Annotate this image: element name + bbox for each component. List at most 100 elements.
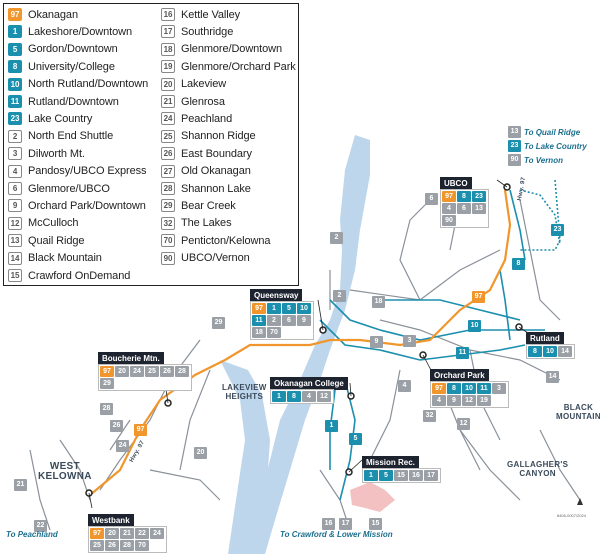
route-badge: 5 [8,42,22,56]
route-badge: 8 [447,383,461,394]
route-badge: 8 [528,346,542,357]
north-arrow [577,498,583,505]
route-badge: 70 [267,327,281,338]
legend-route-name: Black Mountain [28,252,102,265]
place-gallaghers-canyon: GALLAGHER'S CANYON [507,460,569,478]
route-badge: 4 [8,164,22,178]
route-badge: 10 [543,346,557,357]
route-marker: 22 [34,520,47,532]
route-badge: 18 [161,42,175,56]
route-badge: 6 [457,203,471,214]
route-badge: 1 [364,470,378,481]
route-badge: 23 [508,140,521,152]
exchange-name: Queensway [250,289,303,302]
route-badge: 14 [8,251,22,265]
route-badge: 3 [492,383,506,394]
legend-route-name: UBCO/Vernon [181,252,250,265]
route-marker: 28 [100,403,113,415]
route-badge: 12 [8,216,22,230]
route-badge: 4 [302,391,316,402]
route-badge: 10 [8,77,22,91]
route-badge: 15 [394,470,408,481]
route-marker: 97 [472,291,485,303]
route-badge: 19 [161,60,175,74]
route-badge: 13 [8,234,22,248]
route-badge: 8 [457,191,471,202]
legend-item: 15 Crawford OnDemand [8,269,130,282]
route-badge: 13 [472,203,486,214]
route-badge: 15 [8,269,22,282]
route-badge: 12 [317,391,331,402]
route-marker: 12 [457,418,470,430]
route-badge: 97 [432,383,446,394]
route-marker: 18 [372,296,385,308]
legend-item: 18 Glenmore/Downtown [161,42,283,56]
route-badge: 90 [508,154,521,166]
route-badge: 11 [8,95,22,108]
route-marker: 11 [456,347,469,359]
route-badge: 9 [447,395,461,406]
route-marker: 26 [110,420,123,432]
route-badge: 18 [252,327,266,338]
route-badge: 11 [477,383,491,394]
route-badge: 13 [508,126,521,138]
legend-route-name: Crawford OnDemand [28,269,131,282]
destination-text: To Lake Country [524,141,587,151]
route-marker: 29 [212,317,225,329]
legend-route-name: Glenrosa [181,95,225,108]
legend-route-name: North End Shuttle [28,130,114,143]
route-badge: 25 [161,129,175,143]
legend-item: 13 Quail Ridge [8,234,85,248]
legend-route-name: Shannon Lake [181,182,251,195]
legend-route-name: Lakeview [181,78,227,91]
legend-route-name: Glenmore/Downtown [181,43,283,56]
route-marker: 23 [551,224,564,236]
legend-route-name: Quail Ridge [28,234,85,247]
route-badge: 16 [409,470,423,481]
route-marker: 2 [330,232,343,244]
route-marker: 32 [423,410,436,422]
route-badge: 12 [462,395,476,406]
route-badge: 25 [90,540,104,551]
legend-route-name: Shannon Ridge [181,130,256,143]
legend-route-name: East Boundary [181,147,252,160]
legend-item: 25 Shannon Ridge [161,129,256,143]
route-badge: 28 [120,540,134,551]
exchange-name: Westbank [88,514,134,527]
route-badge: 1 [267,303,281,314]
legend-item: 14 Black Mountain [8,251,102,265]
route-badge: 70 [161,234,175,248]
route-badge: 20 [105,528,119,539]
route-marker: 15 [369,518,382,530]
route-marker: 20 [194,447,207,459]
exchange-name: Okanagan College [270,377,348,390]
legend-route-name: Glenmore/UBCO [28,182,110,195]
route-badge: 23 [8,112,22,126]
legend-route-name: Dilworth Mt. [28,147,85,160]
route-badge: 6 [282,315,296,326]
route-marker: 97 [134,424,147,436]
legend-route-name: McCulloch [28,217,79,230]
route-badge: 21 [120,528,134,539]
route-badge: 28 [161,182,175,195]
route-badge: 97 [252,303,266,314]
route-marker: 5 [349,433,362,445]
route-marker: 3 [403,335,416,347]
route-badge: 4 [432,395,446,406]
